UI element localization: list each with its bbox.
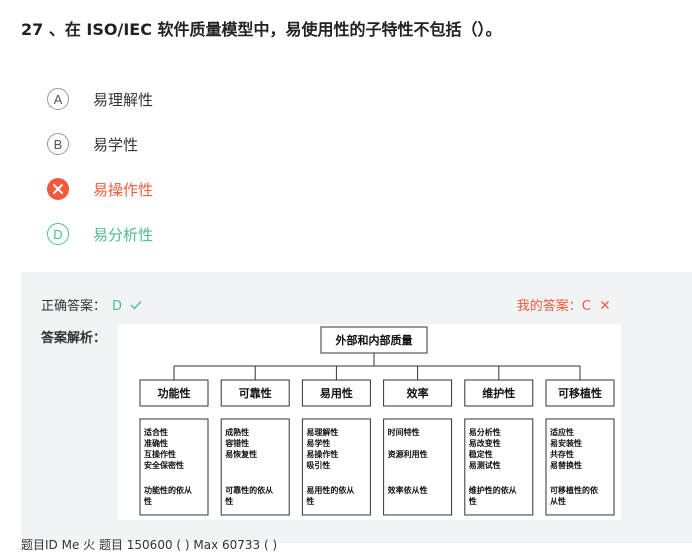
subcharacteristic-label: 成熟性 (225, 427, 249, 437)
characteristic-label: 效率 (407, 386, 429, 400)
subcharacteristic-box (383, 418, 453, 516)
subcharacteristic-label: 易测试性 (469, 460, 501, 470)
characteristic-box (220, 379, 290, 407)
subcharacteristic-label: 时间特性 (388, 427, 420, 437)
compliance-label: 维护性的依从 (469, 485, 517, 495)
subcharacteristic-box (545, 418, 615, 516)
characteristic-box (139, 379, 209, 407)
option-d[interactable]: D 易分析性 (47, 222, 153, 246)
correct-answer: 正确答案： D (41, 295, 142, 314)
correct-answer-label: 正确答案： (41, 299, 107, 314)
compliance-label: 功能性的依从 (144, 485, 192, 495)
compliance-label: 可移植性的依 (550, 485, 599, 495)
compliance-label: 性 (225, 496, 233, 506)
check-icon (130, 301, 142, 310)
question-number: 27 (21, 20, 44, 39)
characteristic-label: 功能性 (158, 386, 191, 400)
subcharacteristic-label: 共存性 (550, 449, 574, 459)
subcharacteristic-label: 资源利用性 (388, 449, 428, 459)
quality-model-svg: 外部和内部质量功能性适合性准确性互操作性安全保密性功能性的依从性可靠性成熟性容错… (139, 326, 615, 516)
answer-panel: 正确答案： D 我的答案：C 答案解析： 外部和内部质量功能性适合性准确性互操作性… (21, 272, 692, 543)
option-c-text: 易操作性 (93, 180, 154, 199)
option-b-text: 易学性 (93, 135, 139, 154)
subcharacteristic-label: 适应性 (550, 427, 574, 437)
root-box (320, 326, 428, 354)
subcharacteristic-box (301, 418, 371, 516)
subcharacteristic-label: 易理解性 (306, 427, 338, 437)
subcharacteristic-label: 易恢复性 (225, 449, 257, 459)
my-answer: 我的答案：C (517, 295, 610, 314)
compliance-label: 可靠性的依从 (225, 485, 273, 495)
question-title: 27 、在 ISO/IEC 软件质量模型中，易使用性的子特性不包括（）。 (21, 16, 502, 40)
subcharacteristic-label: 吸引性 (306, 460, 330, 470)
subcharacteristic-label: 易改变性 (469, 438, 501, 448)
option-c[interactable]: 易操作性 (47, 177, 153, 201)
subcharacteristic-box (139, 418, 209, 516)
quality-model-diagram: 外部和内部质量功能性适合性准确性互操作性安全保密性功能性的依从性可靠性成熟性容错… (118, 324, 621, 520)
characteristic-box (545, 379, 615, 407)
my-answer-value: C (581, 299, 591, 314)
subcharacteristic-label: 准确性 (144, 438, 168, 448)
correct-answer-value: D (112, 299, 123, 314)
my-answer-label: 我的答案： (516, 299, 582, 314)
characteristic-label: 可靠性 (239, 386, 272, 400)
option-a[interactable]: A 易理解性 (47, 87, 153, 111)
subcharacteristic-label: 安全保密性 (144, 460, 184, 470)
subcharacteristic-label: 互操作性 (144, 449, 176, 459)
root-label: 外部和内部质量 (335, 333, 413, 347)
subcharacteristic-label: 容错性 (224, 438, 249, 448)
subcharacteristic-box (220, 418, 290, 516)
characteristic-label: 维护性 (482, 386, 515, 400)
compliance-label: 性 (469, 496, 477, 506)
compliance-label: 性 (144, 496, 152, 506)
subcharacteristic-label: 稳定性 (469, 449, 493, 459)
compliance-label: 易用性的依从 (306, 485, 354, 495)
subcharacteristic-label: 易安装性 (550, 438, 582, 448)
characteristic-label: 可移植性 (558, 386, 602, 400)
analysis-label: 答案解析： (41, 331, 107, 346)
subcharacteristic-label: 易学性 (306, 438, 330, 448)
compliance-label: 效率依从性 (388, 485, 428, 495)
subcharacteristic-label: 适合性 (144, 427, 168, 437)
option-b[interactable]: B 易学性 (47, 132, 138, 156)
footer-text: 题目ID Me 火 题目 150600 ( ) Max 60733 ( ) (21, 538, 278, 552)
option-a-letter: A (47, 88, 69, 110)
characteristic-box (464, 379, 534, 407)
x-icon (601, 301, 609, 309)
option-b-letter: B (47, 133, 69, 155)
compliance-label: 从性 (550, 496, 566, 506)
compliance-label: 性 (306, 496, 314, 506)
subcharacteristic-box (464, 418, 534, 516)
subcharacteristic-label: 易分析性 (469, 427, 501, 437)
option-d-text: 易分析性 (93, 225, 154, 244)
question-text: 在 ISO/IEC 软件质量模型中，易使用性的子特性不包括（）。 (64, 20, 502, 39)
characteristic-box (301, 379, 371, 407)
option-a-text: 易理解性 (93, 90, 154, 109)
characteristic-label: 易用性 (320, 386, 353, 400)
subcharacteristic-label: 易替换性 (550, 460, 582, 470)
question-separator: 、 (43, 20, 65, 39)
option-c-wrong-icon (47, 178, 69, 200)
characteristic-box (383, 379, 453, 407)
option-d-letter: D (47, 223, 69, 245)
subcharacteristic-label: 易操作性 (306, 449, 338, 459)
